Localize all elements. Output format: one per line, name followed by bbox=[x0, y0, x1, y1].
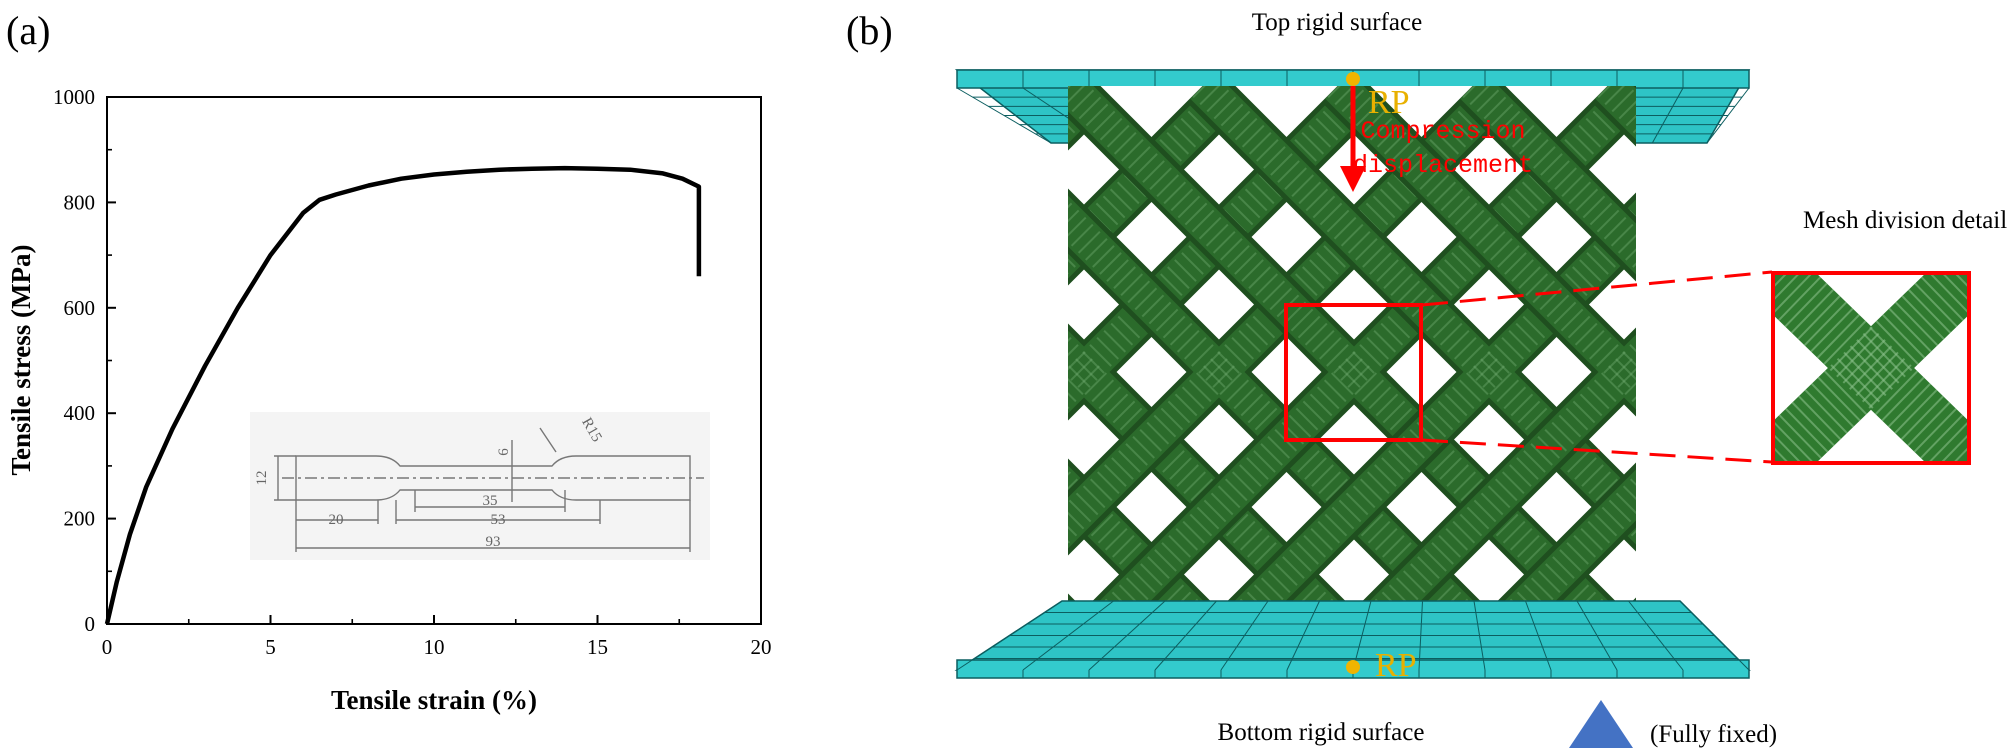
lattice-strut bbox=[1325, 334, 1636, 658]
lattice-strut bbox=[1068, 593, 1117, 658]
x-axis-label: Tensile strain (%) bbox=[331, 685, 537, 715]
y-tick-label: 400 bbox=[64, 401, 96, 425]
dim-gauge-width: 6 bbox=[496, 448, 512, 456]
y-tick-label: 800 bbox=[64, 190, 96, 214]
y-tick-label: 1000 bbox=[53, 85, 95, 109]
rp-bottom-marker bbox=[1346, 660, 1360, 674]
x-tick-label: 0 bbox=[102, 635, 113, 659]
lattice-strut bbox=[1068, 600, 1113, 658]
dim-gauge-length: 35 bbox=[483, 493, 498, 509]
mesh-detail-frame bbox=[1771, 271, 1971, 465]
zoom-line-top bbox=[1421, 270, 1773, 307]
x-tick-label: 10 bbox=[424, 635, 445, 659]
fixed-support-icon bbox=[1569, 700, 1633, 748]
highlight-box bbox=[1284, 303, 1423, 442]
mesh-detail-zoom bbox=[1771, 271, 1971, 465]
x-tick-label: 15 bbox=[587, 635, 608, 659]
mesh-detail-label: Mesh division details bbox=[1803, 207, 2007, 234]
x-tick-label: 5 bbox=[265, 635, 276, 659]
rp-bottom-label: RP bbox=[1375, 647, 1417, 684]
compression-label-line1: Compression bbox=[1360, 117, 1525, 146]
dim-grip-length: 20 bbox=[329, 512, 344, 528]
y-tick-label: 200 bbox=[64, 507, 96, 531]
y-tick-label: 0 bbox=[85, 612, 96, 636]
lattice-strut bbox=[1068, 86, 1117, 151]
x-tick-label: 20 bbox=[751, 635, 772, 659]
stress-strain-curve bbox=[104, 165, 702, 625]
compression-label-line2: displacement bbox=[1353, 151, 1533, 180]
lattice-strut bbox=[1068, 86, 1113, 144]
bottom-surface-label: Bottom rigid surface bbox=[1218, 719, 1425, 746]
panel-b-label: (b) bbox=[846, 8, 893, 53]
rp-top-marker bbox=[1346, 72, 1360, 86]
dim-width: 12 bbox=[254, 471, 270, 486]
y-axis-label: Tensile stress (MPa) bbox=[6, 245, 36, 476]
y-tick-label: 600 bbox=[64, 296, 96, 320]
fixed-label: (Fully fixed) bbox=[1650, 721, 1777, 748]
dim-total-length: 93 bbox=[486, 534, 501, 550]
lattice-strut-mesh bbox=[1068, 604, 1111, 658]
lattice-strut-mesh bbox=[1068, 86, 1111, 140]
dim-parallel-length: 53 bbox=[491, 512, 506, 528]
compression-arrow bbox=[1340, 86, 1366, 192]
top-surface-label: Top rigid surface bbox=[1252, 9, 1422, 36]
lattice-strut bbox=[1460, 469, 1636, 658]
lattice-strut bbox=[1460, 86, 1636, 275]
zoom-line-bottom bbox=[1421, 438, 1773, 464]
rp-top-label: RP bbox=[1368, 84, 1410, 121]
inset-background bbox=[250, 412, 710, 560]
lattice-strut bbox=[1190, 199, 1636, 658]
lattice-structure bbox=[1068, 86, 1636, 658]
specimen-drawing: 12 6 R15 35 53 20 93 bbox=[250, 412, 710, 560]
panel-a-label: (a) bbox=[6, 8, 50, 53]
